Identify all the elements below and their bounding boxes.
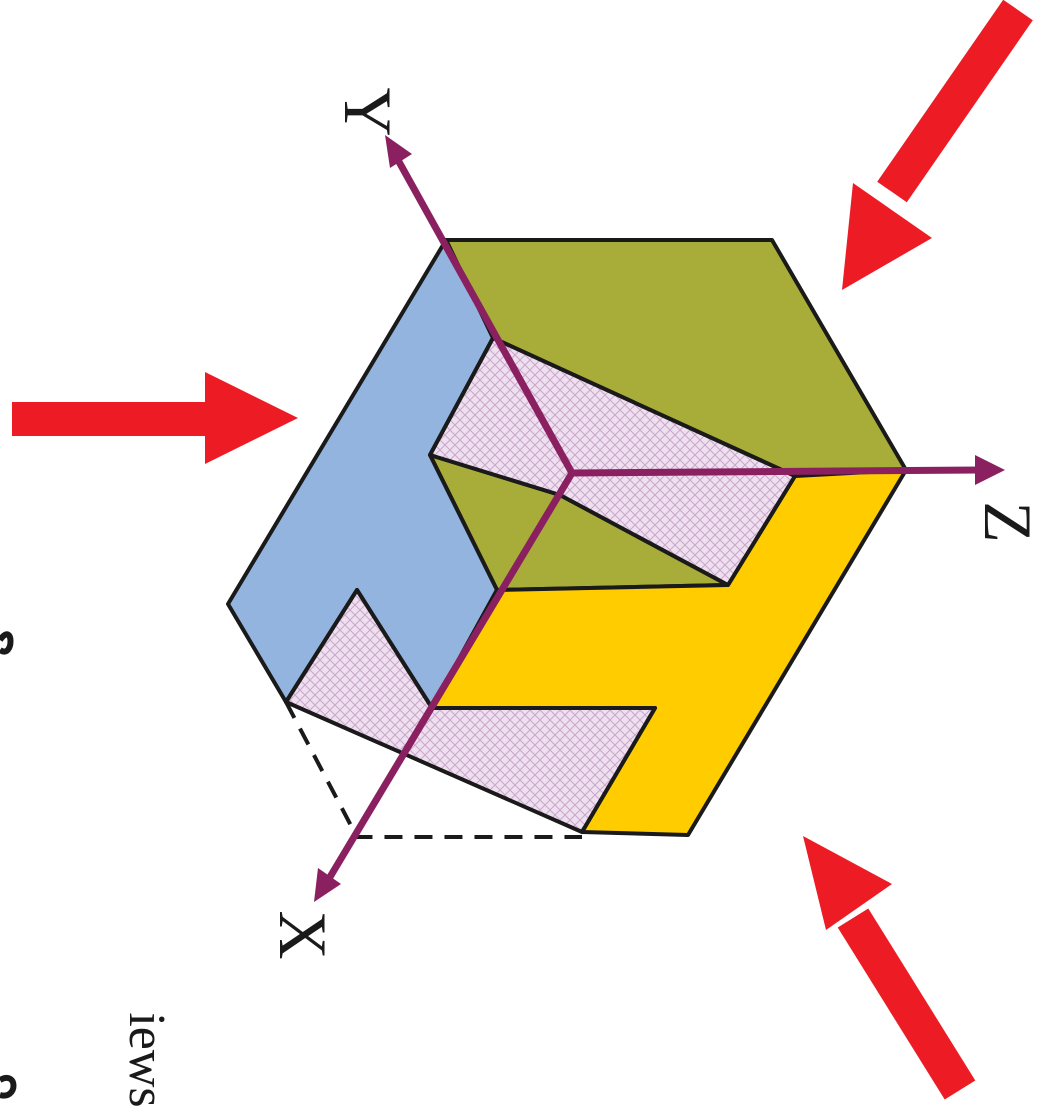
view-arrow-side bbox=[12, 372, 298, 464]
cut-face-lower bbox=[284, 588, 657, 834]
cut-face-upper bbox=[428, 336, 797, 587]
view-arrow-top bbox=[842, 0, 1033, 290]
caption-fragment: iews bbox=[118, 1012, 175, 1107]
view-arrow-front bbox=[803, 836, 976, 1100]
axis-label-z: Z bbox=[970, 501, 1041, 543]
caption-cut-glyphs bbox=[0, 631, 17, 1099]
axes bbox=[314, 135, 1005, 902]
axis-label-x: X bbox=[265, 910, 341, 959]
axis-label-y: Y bbox=[330, 87, 406, 136]
